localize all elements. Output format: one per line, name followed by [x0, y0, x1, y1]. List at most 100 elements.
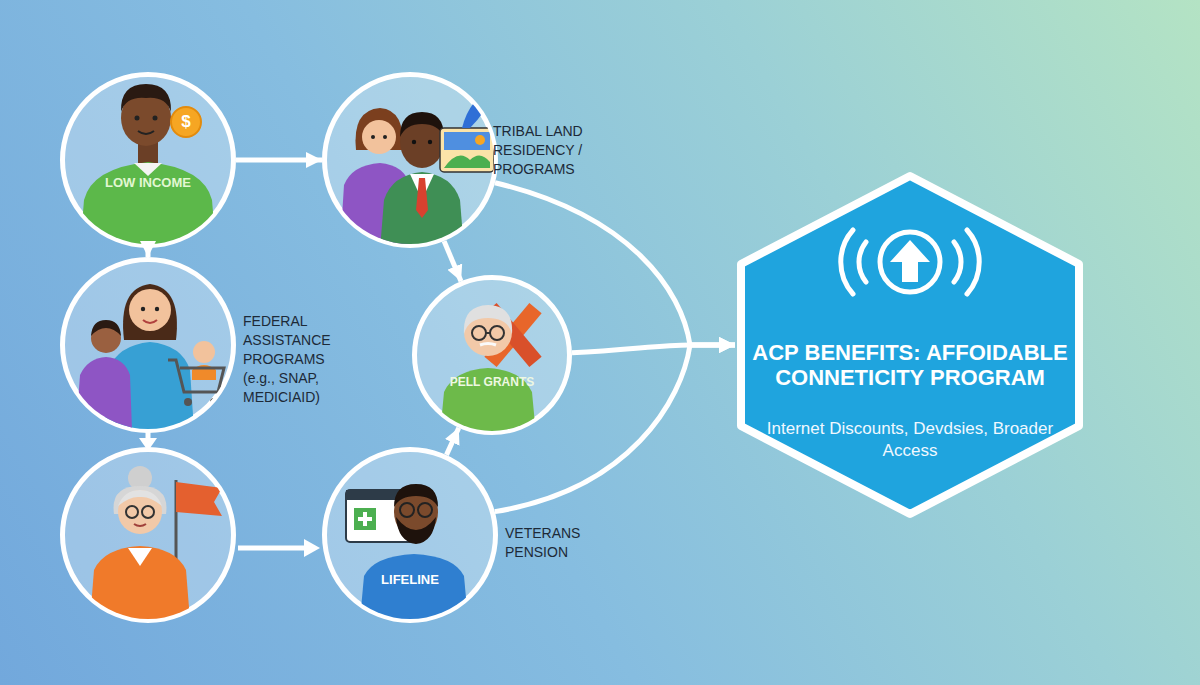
merge-connector [572, 345, 735, 353]
node-body: VETERANS PENSION [505, 524, 615, 562]
eye [141, 307, 145, 311]
eye [371, 135, 375, 139]
hair [91, 320, 121, 336]
landscape-card [440, 128, 494, 172]
hair [356, 108, 403, 150]
income-circle: LOW INCOME [60, 72, 236, 248]
circle-outline [322, 72, 498, 248]
hair [123, 284, 177, 340]
currency-symbol: $ [176, 112, 196, 132]
eye [412, 140, 416, 144]
hair [114, 486, 167, 514]
hair [394, 484, 438, 507]
pell-circle: PELL GRANTS [412, 275, 572, 435]
merge-connector [495, 183, 735, 345]
benefit-hexagon: ACP BENEFITS: AFFOIDABLE CONNETICITY PRO… [735, 172, 1085, 518]
up-arrow [890, 240, 930, 282]
glasses [400, 503, 414, 517]
eye [155, 307, 159, 311]
signal-arc [954, 242, 961, 282]
head [464, 308, 512, 356]
head [400, 116, 444, 168]
cross-bar [484, 303, 541, 367]
lifeline-circle: LIFELINEVETERANS PENSION [322, 447, 498, 623]
flag [176, 482, 222, 516]
circle-outline [60, 257, 236, 433]
node-label: PELL GRANTS [412, 375, 572, 389]
fringe [118, 490, 162, 506]
card-bar [346, 490, 416, 500]
coin [171, 107, 201, 137]
arrow-head [139, 438, 157, 451]
mouth [138, 131, 154, 134]
sky [444, 132, 490, 150]
circle-outline [412, 275, 572, 435]
arrow-connector [146, 248, 151, 257]
wheel [184, 398, 192, 406]
child-body [192, 365, 216, 380]
head [91, 323, 121, 353]
eye [383, 135, 387, 139]
lifeline-person [346, 484, 468, 620]
feather [462, 88, 496, 128]
hills [444, 155, 490, 168]
eye [135, 116, 140, 121]
arrow-connector [447, 428, 459, 455]
hexagon-shape [741, 176, 1079, 514]
plus-box [354, 508, 376, 530]
cart [168, 360, 224, 392]
elder-person [440, 303, 542, 435]
head [362, 120, 396, 154]
icon-circle [63, 450, 234, 621]
signal-arc [967, 230, 979, 294]
signal-arc [859, 242, 866, 282]
glasses [472, 326, 486, 340]
node-label: FEDERAL ASSISTANCE PROGRAMS (e.g., SNAP,… [243, 312, 353, 406]
glasses [142, 506, 154, 518]
node-label: LIFELINE [322, 572, 498, 588]
mouth [134, 524, 146, 526]
elder-woman-flag [90, 466, 222, 620]
collar [410, 174, 434, 200]
tribal-family [340, 88, 496, 250]
sun [475, 135, 485, 145]
cross-bar [484, 303, 541, 367]
circle-shape [415, 278, 570, 433]
screen-card [346, 490, 416, 542]
circle-shape [325, 450, 496, 621]
hair [121, 84, 171, 112]
mouth [143, 320, 157, 323]
arrow-head [304, 539, 320, 557]
eye [428, 140, 432, 144]
shirt [76, 357, 132, 430]
circle-outline [322, 447, 498, 623]
shirt [104, 342, 194, 430]
merge-connector [495, 345, 735, 512]
shirt [360, 554, 468, 620]
assistance-circle: FEDERAL ASSISTANCE PROGRAMS (e.g., SNAP,… [60, 257, 236, 433]
flag-pole [175, 480, 178, 600]
head [121, 90, 171, 146]
circle-shape [63, 75, 234, 246]
arrow-connector [444, 241, 461, 281]
eye [153, 116, 158, 121]
jacket [90, 546, 190, 620]
icon-ring [880, 232, 940, 292]
low-income-person [80, 84, 216, 250]
broadband-icon [841, 230, 979, 294]
shirt [340, 163, 412, 250]
suit [380, 172, 464, 250]
circle-shape [63, 260, 234, 431]
head [394, 486, 438, 538]
hair [400, 112, 444, 137]
glasses [126, 506, 138, 518]
arrow-connector [236, 158, 322, 163]
beard [396, 517, 436, 544]
family-shopping [76, 284, 224, 430]
collar [134, 163, 162, 176]
plus-sign [358, 517, 372, 521]
neck [138, 140, 158, 166]
node-label: TRIBAL LAND RESIDENCY / PROGRAMS [493, 122, 611, 179]
